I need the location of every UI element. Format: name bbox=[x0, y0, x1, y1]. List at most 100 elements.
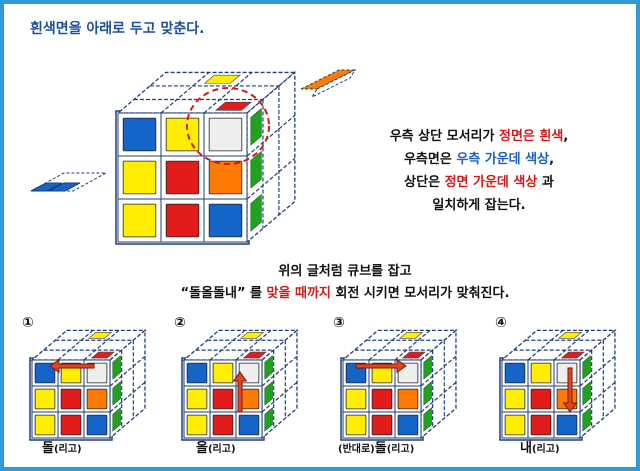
big-cube-right-gridline bbox=[246, 157, 296, 200]
step-3-cube-sticker-red bbox=[371, 414, 393, 436]
step-4-cube-green-sticker bbox=[582, 355, 591, 380]
step-2-cube-sticker-red bbox=[212, 414, 234, 436]
step-2-cube-top-gridline bbox=[209, 329, 246, 361]
step-2-cube-top-yellow-sticker bbox=[240, 332, 265, 339]
highlight-front-white: 정면은 흰색 bbox=[498, 129, 564, 144]
highlight-until-solved: 맞을 때까지 bbox=[266, 286, 331, 301]
side-piece-outline bbox=[310, 68, 357, 99]
step-1-caption: 돌(리고) bbox=[42, 441, 82, 456]
target-corner-highlight bbox=[186, 87, 270, 165]
step-3-cube-top-yellow-sticker bbox=[399, 332, 424, 339]
step-2-cube-sticker-yellow bbox=[186, 388, 208, 410]
step-1-cube-top-gridline bbox=[57, 329, 94, 361]
step-3-cube-right-gridline bbox=[420, 381, 457, 413]
big-cube-sticker-yellow bbox=[122, 203, 157, 238]
step-1-cube-green-sticker bbox=[112, 355, 121, 380]
step-2-caption: 올(리고) bbox=[196, 441, 236, 456]
big-cube-top-red-sticker bbox=[214, 101, 252, 111]
step-3-cube-green-sticker bbox=[423, 355, 432, 380]
step-1-cube-top-gridline bbox=[83, 329, 120, 361]
highlight-right-center: 우측 가운데 색상 bbox=[456, 152, 550, 167]
step-3-cube-sticker-orange bbox=[397, 388, 419, 410]
step-1-cube-right-gridline bbox=[109, 355, 146, 387]
big-cube-sticker-white bbox=[208, 117, 243, 152]
step-3-cube-top-red-sticker bbox=[401, 351, 426, 359]
step-3-cube-sticker-blue bbox=[397, 414, 419, 436]
step-4-cube-sticker-red bbox=[530, 414, 552, 436]
step-1-cube-sticker-blue bbox=[34, 362, 56, 384]
big-cube-sticker-blue bbox=[208, 203, 243, 238]
step-4-cube-green-sticker bbox=[582, 407, 591, 432]
big-cube-sticker-blue bbox=[122, 117, 157, 152]
step-4-cube-sticker-yellow bbox=[504, 388, 526, 410]
step-2-cube-sticker-blue bbox=[238, 414, 260, 436]
step-4-cube-green-sticker bbox=[582, 381, 591, 406]
step-2-cube-sticker-yellow bbox=[212, 362, 234, 384]
step-1-number: ① bbox=[22, 315, 34, 331]
step-4-cube-top-red-sticker bbox=[560, 351, 585, 359]
step-2-cube-right-gridline bbox=[261, 381, 298, 413]
step-4-number: ④ bbox=[495, 315, 507, 331]
step-4-cube-sticker-red bbox=[530, 388, 552, 410]
step-1-cube-sticker-yellow bbox=[34, 414, 56, 436]
big-cube-sticker-red bbox=[165, 203, 200, 238]
step-3-cube-top-gridline bbox=[394, 329, 431, 361]
step-2-cube-green-sticker bbox=[264, 355, 273, 380]
step-1-cube-top-yellow-sticker bbox=[88, 332, 113, 339]
step-1-cube-sticker-orange bbox=[86, 388, 108, 410]
step-4-cube-sticker-blue bbox=[504, 362, 526, 384]
big-cube-sticker-yellow bbox=[165, 117, 200, 152]
step-4-cube-sticker-white bbox=[556, 362, 578, 384]
step-4-cube-sticker-blue bbox=[556, 414, 578, 436]
step-2-cube-top-gridline bbox=[235, 329, 272, 361]
step-3-number: ③ bbox=[333, 315, 345, 331]
step-4-cube-right-gridline bbox=[579, 355, 616, 387]
step-1-cube-sticker-red bbox=[60, 414, 82, 436]
big-cube-sticker-yellow bbox=[122, 160, 157, 195]
step-4-cube-sticker-yellow bbox=[530, 362, 552, 384]
big-cube-green-sticker bbox=[250, 107, 262, 146]
step-2-number: ② bbox=[174, 315, 186, 331]
step-3-cube-right-gridline bbox=[420, 355, 457, 387]
step-2-cube-sticker-red bbox=[212, 388, 234, 410]
page-title: 흰색면을 아래로 두고 맞춘다. bbox=[30, 21, 205, 37]
highlight-front-center: 정면 가운데 색상 bbox=[444, 175, 538, 190]
step-3-arrow bbox=[355, 358, 407, 374]
side-piece-orange-top bbox=[300, 69, 356, 90]
step-1-cube-green-sticker bbox=[112, 407, 121, 432]
step-2-cube-green-sticker bbox=[264, 407, 273, 432]
step-4-cube-top-gridline bbox=[527, 329, 564, 361]
step-2-cube-sticker-yellow bbox=[186, 414, 208, 436]
step-2-cube-top-red-sticker bbox=[242, 351, 267, 359]
step-2-cube-sticker-blue bbox=[186, 362, 208, 384]
step-2-arrow bbox=[232, 371, 248, 413]
step-3-caption: (반대로)돌(리고) bbox=[338, 441, 415, 456]
big-cube-top-gridline bbox=[160, 71, 210, 114]
side-piece-blue-a bbox=[30, 182, 63, 192]
step-3-cube-sticker-yellow bbox=[345, 414, 367, 436]
step-1-arrow bbox=[49, 358, 95, 374]
step-4-cube-top-gridline bbox=[553, 329, 590, 361]
step-2-cube-green-sticker bbox=[264, 381, 273, 406]
big-cube-sticker-red bbox=[165, 160, 200, 195]
big-cube-green-sticker bbox=[250, 193, 262, 232]
step-4-caption: 내(리고) bbox=[520, 441, 560, 456]
step-4-cube-sticker-yellow bbox=[504, 414, 526, 436]
big-cube-top-yellow-sticker bbox=[203, 74, 241, 84]
step-1-cube-top-red-sticker bbox=[90, 351, 115, 359]
side-piece-blue-b bbox=[48, 182, 81, 192]
step-1-cube-sticker-yellow bbox=[34, 388, 56, 410]
big-cube-right-gridline bbox=[246, 114, 296, 157]
step-4-cube-right-gridline bbox=[579, 381, 616, 413]
step-4-arrow bbox=[562, 367, 578, 413]
step-1-cube-right-gridline bbox=[109, 381, 146, 413]
explanation-text: 우측 상단 모서리가 정면은 흰색, 우측면은 우측 가운데 색상, 상단은 정… bbox=[389, 129, 569, 213]
step-1-cube-sticker-red bbox=[60, 388, 82, 410]
big-cube-top-gridline bbox=[203, 71, 253, 114]
step-3-cube-top-gridline bbox=[368, 329, 405, 361]
step-3-cube-green-sticker bbox=[423, 381, 432, 406]
big-cube-sticker-orange bbox=[208, 160, 243, 195]
step-3-cube-green-sticker bbox=[423, 407, 432, 432]
